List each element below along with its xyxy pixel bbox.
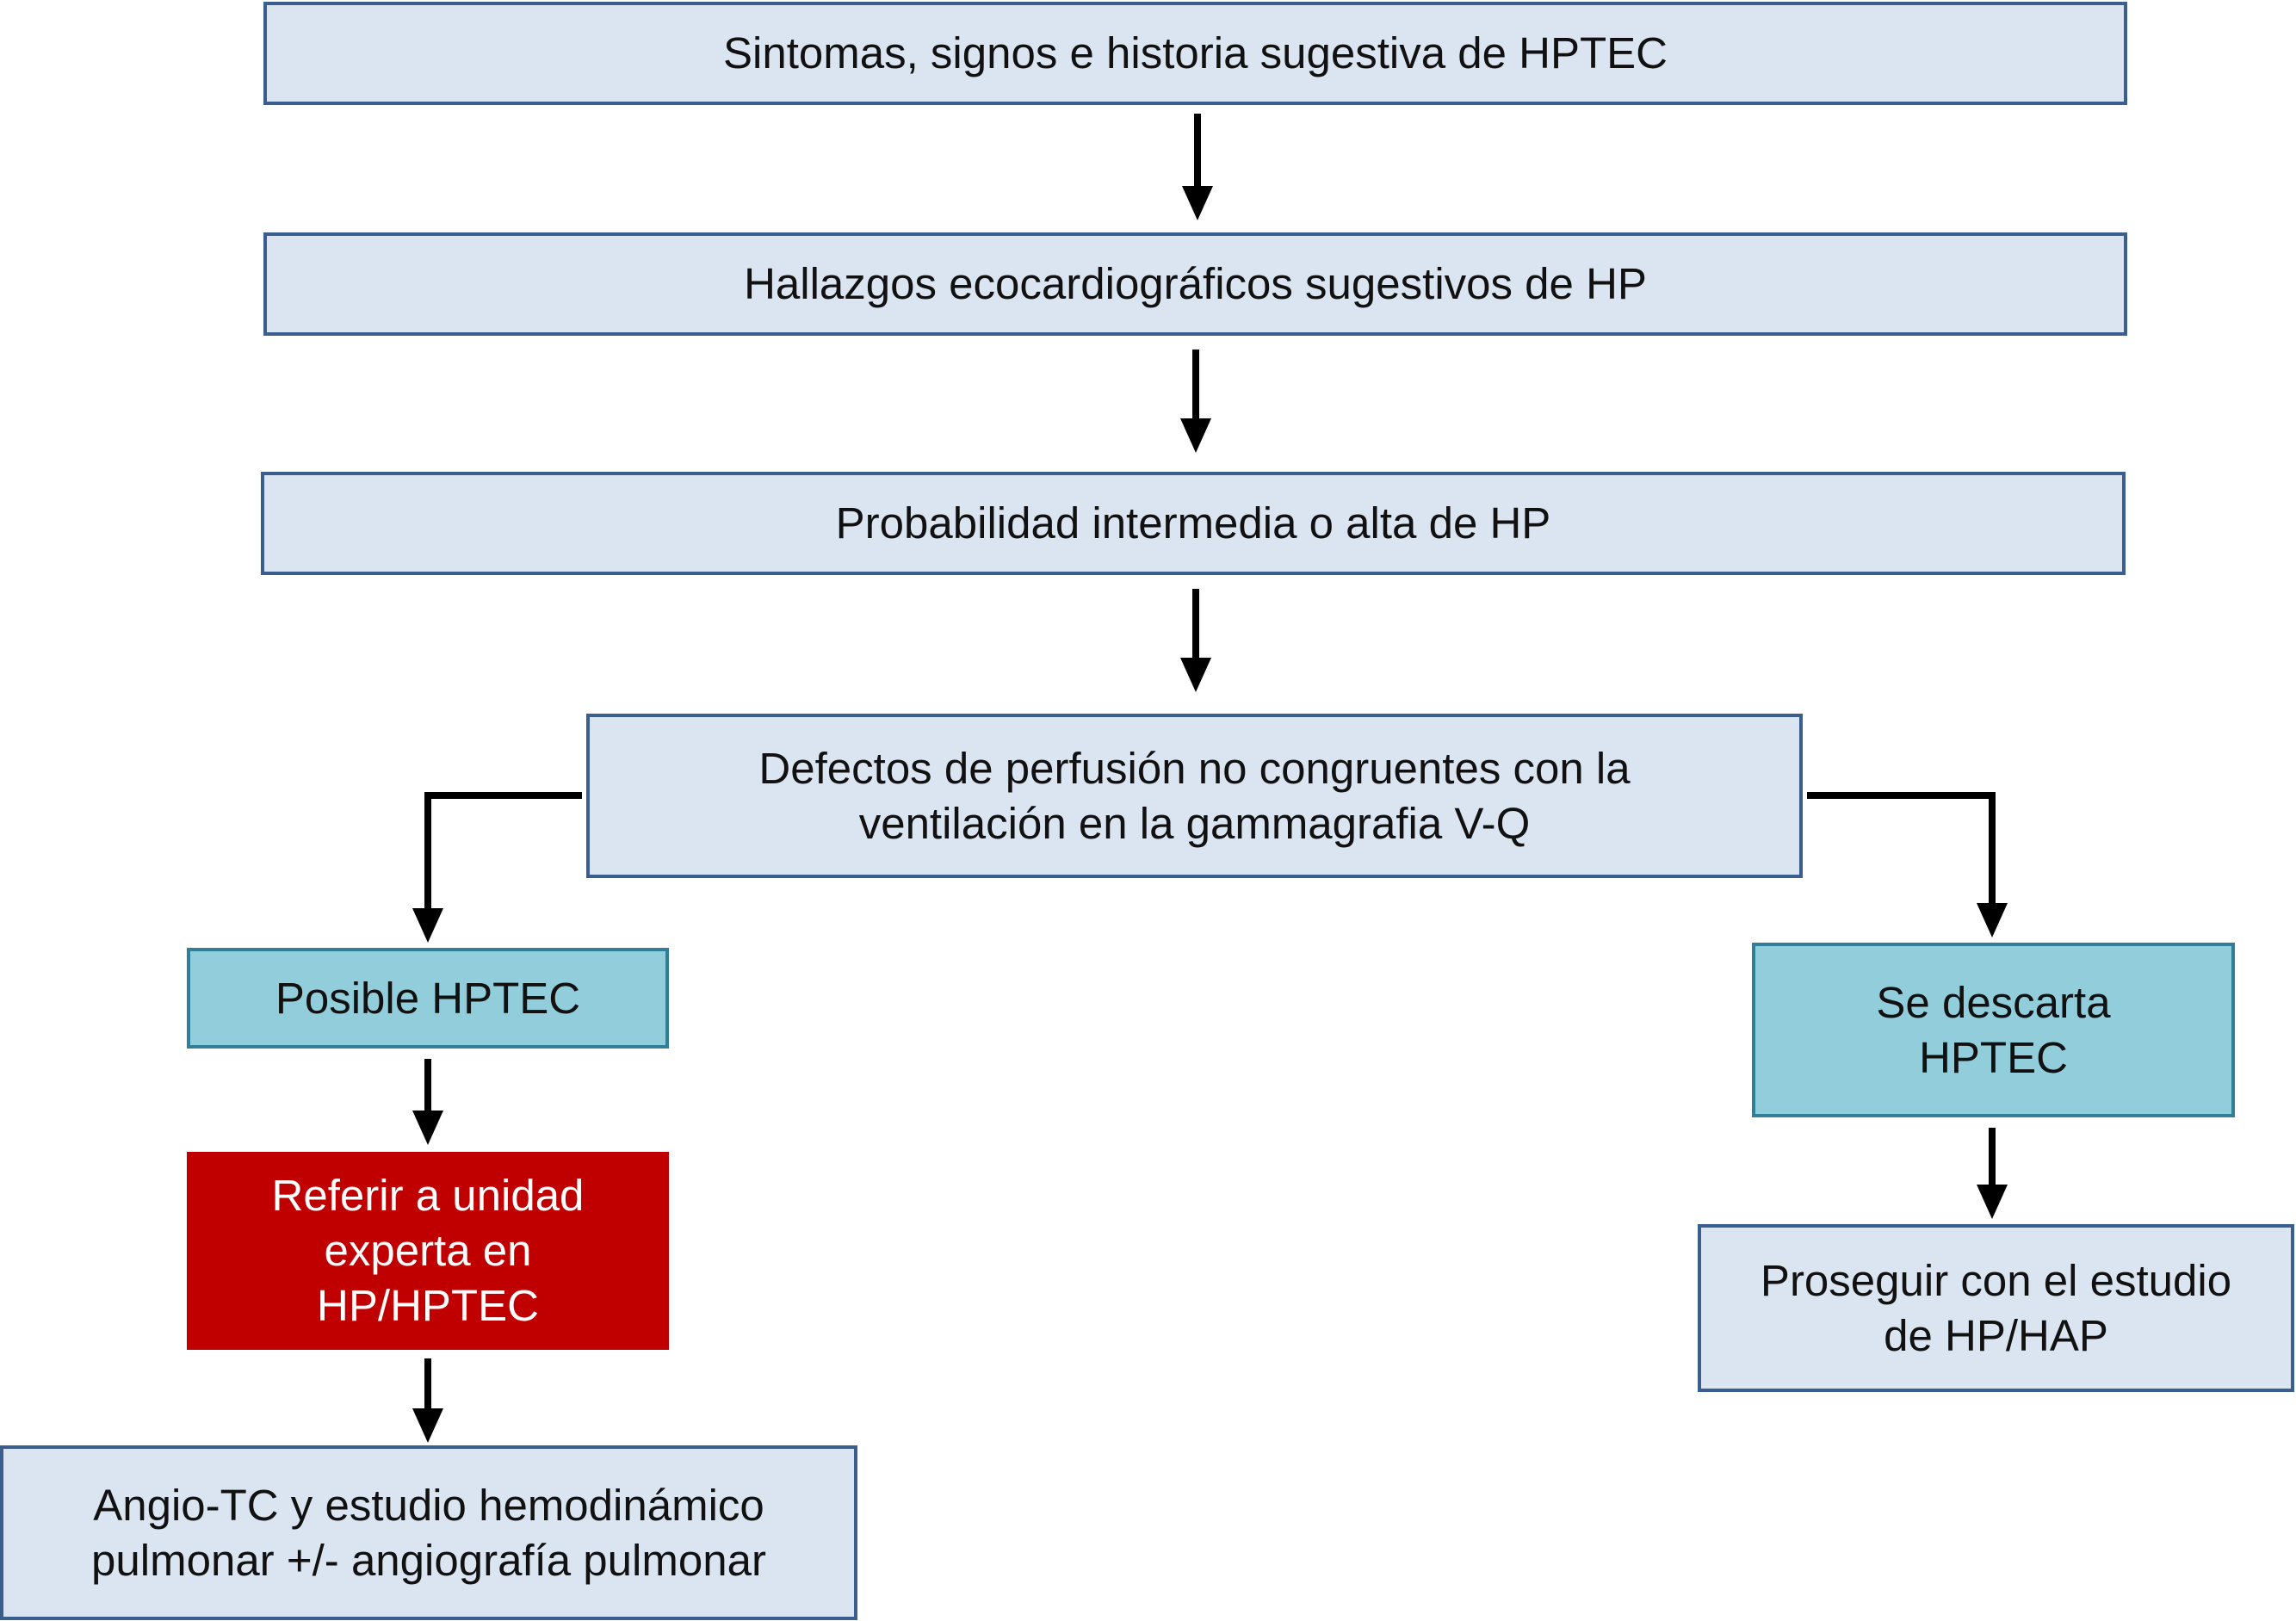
node-echo-findings: Hallazgos ecocardiográficos sugestivos d… <box>263 232 2127 336</box>
arrowhead-discard-to-continue <box>1977 1185 2008 1219</box>
node-possible-hptec-label: Posible HPTEC <box>275 973 581 1023</box>
arrowhead-possible-to-refer <box>412 1111 443 1145</box>
arrowhead-vq-to-discard <box>1977 903 2008 937</box>
node-refer-expert-unit-label: Referir a unidad experta en HP/HPTEC <box>271 1171 585 1330</box>
node-continue-study: Proseguir con el estudio de HP/HAP <box>1698 1224 2294 1392</box>
node-vq-scan: Defectos de perfusión no congruentes con… <box>586 714 1803 878</box>
node-symptoms-label: Sintomas, signos e historia sugestiva de… <box>723 28 1668 77</box>
node-hptec-discarded: Se descarta HPTEC <box>1752 943 2235 1117</box>
node-symptoms: Sintomas, signos e historia sugestiva de… <box>263 2 2127 105</box>
node-refer-expert-unit: Referir a unidad experta en HP/HPTEC <box>187 1152 669 1350</box>
arrowhead-refer-to-angio <box>412 1408 443 1443</box>
node-continue-study-label: Proseguir con el estudio de HP/HAP <box>1760 1255 2232 1360</box>
arrowhead-echo-to-probability <box>1180 418 1211 453</box>
arrowhead-probability-to-vq <box>1180 658 1211 692</box>
arrow-vq-to-discard <box>1807 792 1996 908</box>
node-vq-scan-label: Defectos de perfusión no congruentes con… <box>758 743 1631 848</box>
arrowhead-vq-to-possible <box>412 908 443 943</box>
arrow-vq-to-possible <box>424 792 582 913</box>
node-probability: Probabilidad intermedia o alta de HP <box>261 472 2126 575</box>
arrowhead-symptoms-to-echo <box>1182 186 1213 220</box>
node-angio-study: Angio-TC y estudio hemodinámico pulmonar… <box>0 1445 857 1620</box>
node-probability-label: Probabilidad intermedia o alta de HP <box>835 498 1551 548</box>
node-hptec-discarded-label: Se descarta HPTEC <box>1876 977 2111 1082</box>
node-possible-hptec: Posible HPTEC <box>187 948 669 1049</box>
node-angio-study-label: Angio-TC y estudio hemodinámico pulmonar… <box>91 1480 766 1585</box>
node-echo-findings-label: Hallazgos ecocardiográficos sugestivos d… <box>744 259 1647 308</box>
